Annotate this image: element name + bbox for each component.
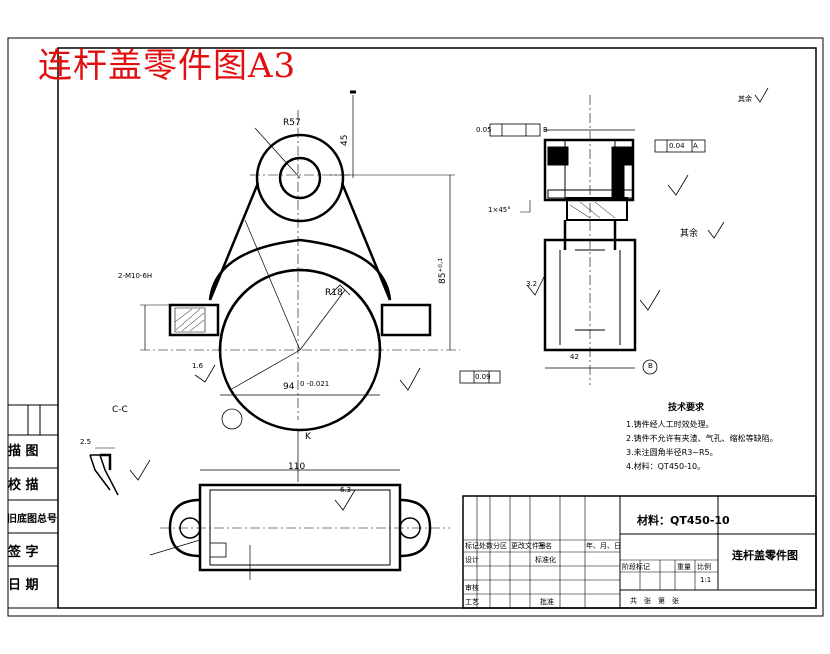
top-view xyxy=(149,430,450,580)
material-label: 材料：QT450-10 xyxy=(637,514,730,527)
section-label: C-C xyxy=(112,405,128,415)
datum-b: B xyxy=(543,126,548,134)
side-label-check: 校 描 xyxy=(8,478,39,493)
review-label: 审核 xyxy=(465,584,479,592)
weight-label: 重量 xyxy=(677,563,691,571)
tech-req-heading: 技术要求 xyxy=(668,403,705,413)
other-rough-1: 其余 xyxy=(680,229,699,239)
front-view xyxy=(140,90,501,432)
dim-r18: R18 xyxy=(325,288,343,298)
datum-a: A xyxy=(693,142,698,150)
sheets-label: 共 张 第 张 xyxy=(630,597,679,605)
ratio-label: 比例 xyxy=(697,563,711,571)
dim-94: 94 xyxy=(283,382,295,392)
dim-2-5: 2.5 xyxy=(80,438,92,446)
scale-value: 1:1 xyxy=(700,576,712,584)
zone-label: 分区 xyxy=(493,542,507,550)
side-label-draw: 描 图 xyxy=(8,444,39,459)
chamfer-label: 1×45° xyxy=(488,206,511,214)
doc-no-label: 更改文件号 xyxy=(511,542,546,550)
dim-45: 45 xyxy=(340,134,350,146)
rough-3: 6.3 xyxy=(340,486,352,494)
part-name: 连杆盖零件图 xyxy=(732,549,798,562)
drawing-title: 连杆盖零件图A3 xyxy=(38,46,297,86)
tol-frame-3: 0.09 xyxy=(475,373,491,381)
view-k-label: K xyxy=(305,432,311,442)
detail-view xyxy=(89,447,151,496)
tech-req-item-2: 2.铸件不允许有夹渣、气孔、缩松等缺陷。 xyxy=(626,434,778,443)
side-label-old-no: 旧底图总号 xyxy=(7,514,57,525)
inner-border xyxy=(57,47,817,609)
side-view xyxy=(489,87,769,385)
approve-label: 批准 xyxy=(540,598,554,606)
title-block-lines xyxy=(462,495,817,609)
other-rough-2: 其余 xyxy=(738,95,752,103)
tol-frame-2: 0.04 xyxy=(669,142,685,150)
dim-85: 85⁺⁰·¹ xyxy=(438,257,448,284)
date-label: 年、月、日 xyxy=(586,542,621,550)
tech-req-item-4: 4.材料：QT450-10。 xyxy=(626,462,706,471)
rough-1: 1.6 xyxy=(192,362,204,370)
rough-2: 3.2 xyxy=(526,280,538,288)
dim-42: 42 xyxy=(570,353,579,361)
dim-94-tol: 0 -0.021 xyxy=(300,380,330,388)
tol-frame-1: 0.05 xyxy=(476,126,492,134)
standard-label: 标准化 xyxy=(535,556,556,564)
side-column xyxy=(7,404,59,609)
side-label-sign: 签 字 xyxy=(8,545,39,560)
marks-label: 标记 xyxy=(465,542,479,550)
stage-mark-label: 阶段标记 xyxy=(622,563,650,571)
tech-req-item-1: 1.铸件经人工时效处理。 xyxy=(626,420,714,429)
side-label-date: 日 期 xyxy=(8,578,39,593)
outer-border xyxy=(7,37,824,617)
tech-req-item-3: 3.未注圆角半径R3~R5。 xyxy=(626,448,718,457)
thread-callout: 2-M10-6H xyxy=(118,272,153,280)
sign-label: 签名 xyxy=(538,542,552,550)
circle-b-label: B xyxy=(648,362,653,370)
count-label: 处数 xyxy=(479,542,493,550)
dim-110: 110 xyxy=(288,462,306,472)
design-label: 设计 xyxy=(465,556,479,564)
dim-r57: R57 xyxy=(283,118,301,128)
process-label: 工艺 xyxy=(465,598,479,606)
